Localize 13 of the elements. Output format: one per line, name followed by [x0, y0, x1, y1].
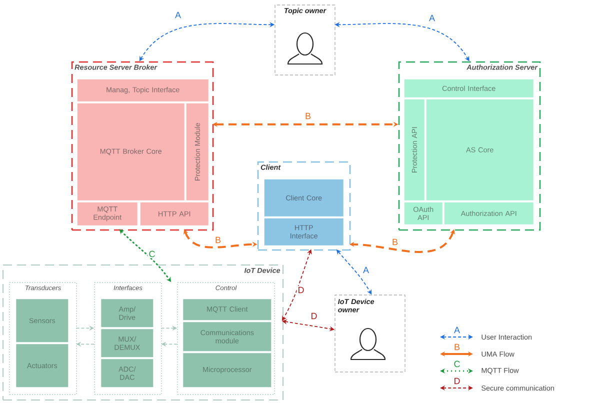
edge-label: A [174, 10, 182, 20]
legend-letter: B [454, 344, 460, 350]
edge-label: B [214, 236, 222, 244]
legend-letter: D [454, 378, 460, 384]
edge-label: B [391, 238, 399, 246]
edge-label: C [148, 250, 156, 258]
edge-label: A [428, 14, 436, 22]
legend-letter: C [454, 360, 460, 368]
legend-letter: A [454, 326, 460, 334]
edge-label: A [362, 266, 370, 274]
edge-label: B [304, 112, 312, 120]
edge-label: D [310, 312, 318, 320]
edge-label: D [296, 286, 306, 294]
